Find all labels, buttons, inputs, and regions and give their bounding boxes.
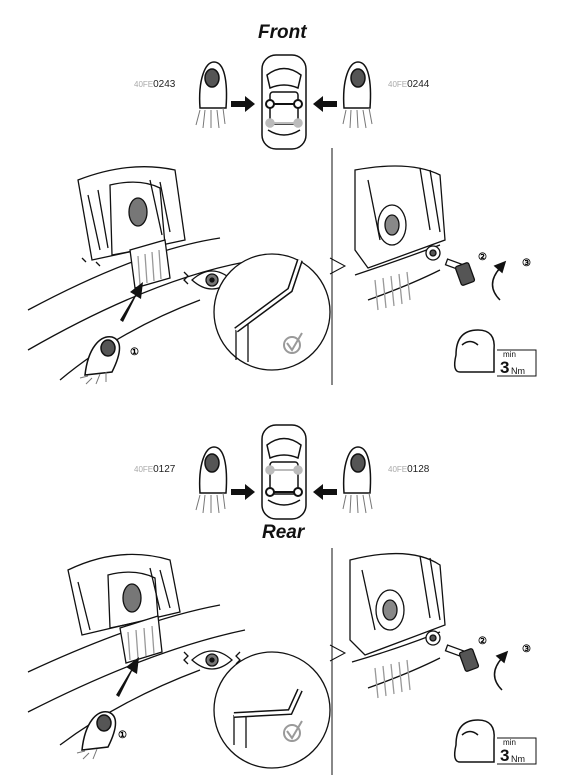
wheel-rim-drawing (27, 166, 246, 381)
tpms-sensor-icon (425, 630, 466, 658)
rear-right-code: 40FE0128 (388, 464, 429, 475)
rear-left-code-prefix: 40FE (134, 465, 154, 474)
step-2-marker-rear: ② (478, 636, 487, 647)
hand-press-icon (342, 61, 373, 129)
hand-press-icon (195, 446, 228, 514)
car-top-view-icon (261, 424, 307, 520)
check-icon (283, 720, 303, 742)
check-icon (283, 332, 303, 354)
front-left-code-number: 0243 (153, 79, 176, 90)
front-heading: Front (258, 22, 307, 43)
arrow-icon (313, 484, 337, 500)
front-left-code: 40FE0243 (134, 79, 175, 90)
torque-label-bottom: min (503, 738, 516, 747)
hand-press-icon (79, 336, 121, 385)
wheel-rim-drawing (349, 552, 446, 699)
hand-press-icon (342, 446, 373, 514)
step-3-marker-rear: ③ (522, 644, 531, 655)
wheel-rim-drawing (354, 165, 446, 311)
rear-heading: Rear (262, 522, 305, 543)
front-right-code: 40FE0244 (388, 79, 429, 90)
torque-unit-top: Nm (511, 366, 525, 376)
inspection-zoom-circle (213, 253, 331, 371)
front-left-code-prefix: 40FE (134, 80, 154, 89)
arrow-icon (120, 282, 143, 322)
valve-cap-icon (454, 262, 476, 286)
arrow-icon (313, 96, 337, 112)
car-top-view-icon (261, 54, 307, 150)
hand-press-icon (195, 61, 228, 129)
step-2-marker: ② (478, 252, 487, 263)
torque-label-top: min (503, 350, 516, 359)
arrow-icon (231, 96, 255, 112)
torque-value-bottom: 3 (500, 746, 510, 765)
step-1-marker: ① (130, 347, 139, 358)
hand-press-icon (76, 711, 117, 760)
rear-right-code-prefix: 40FE (388, 465, 408, 474)
arrow-icon (116, 657, 139, 697)
rotate-arrow-icon (491, 260, 507, 301)
torque-arm-icon (453, 329, 495, 373)
front-right-code-number: 0244 (407, 79, 430, 90)
step-3-marker: ③ (522, 258, 531, 269)
eye-inspect-icon (183, 650, 241, 670)
torque-unit-bottom: Nm (511, 754, 525, 764)
wheel-rim-drawing (27, 553, 246, 746)
torque-arm-icon (453, 719, 495, 763)
rotate-arrow-icon (493, 650, 509, 691)
valve-cap-icon (458, 648, 480, 672)
torque-value-top: 3 (500, 358, 510, 377)
rear-right-code-number: 0128 (407, 464, 430, 475)
arrow-icon (231, 484, 255, 500)
front-right-code-prefix: 40FE (388, 80, 408, 89)
step-1-marker-rear: ① (118, 730, 127, 741)
rear-left-code: 40FE0127 (134, 464, 175, 475)
inspection-zoom-circle (213, 651, 331, 769)
rear-left-code-number: 0127 (153, 464, 176, 475)
